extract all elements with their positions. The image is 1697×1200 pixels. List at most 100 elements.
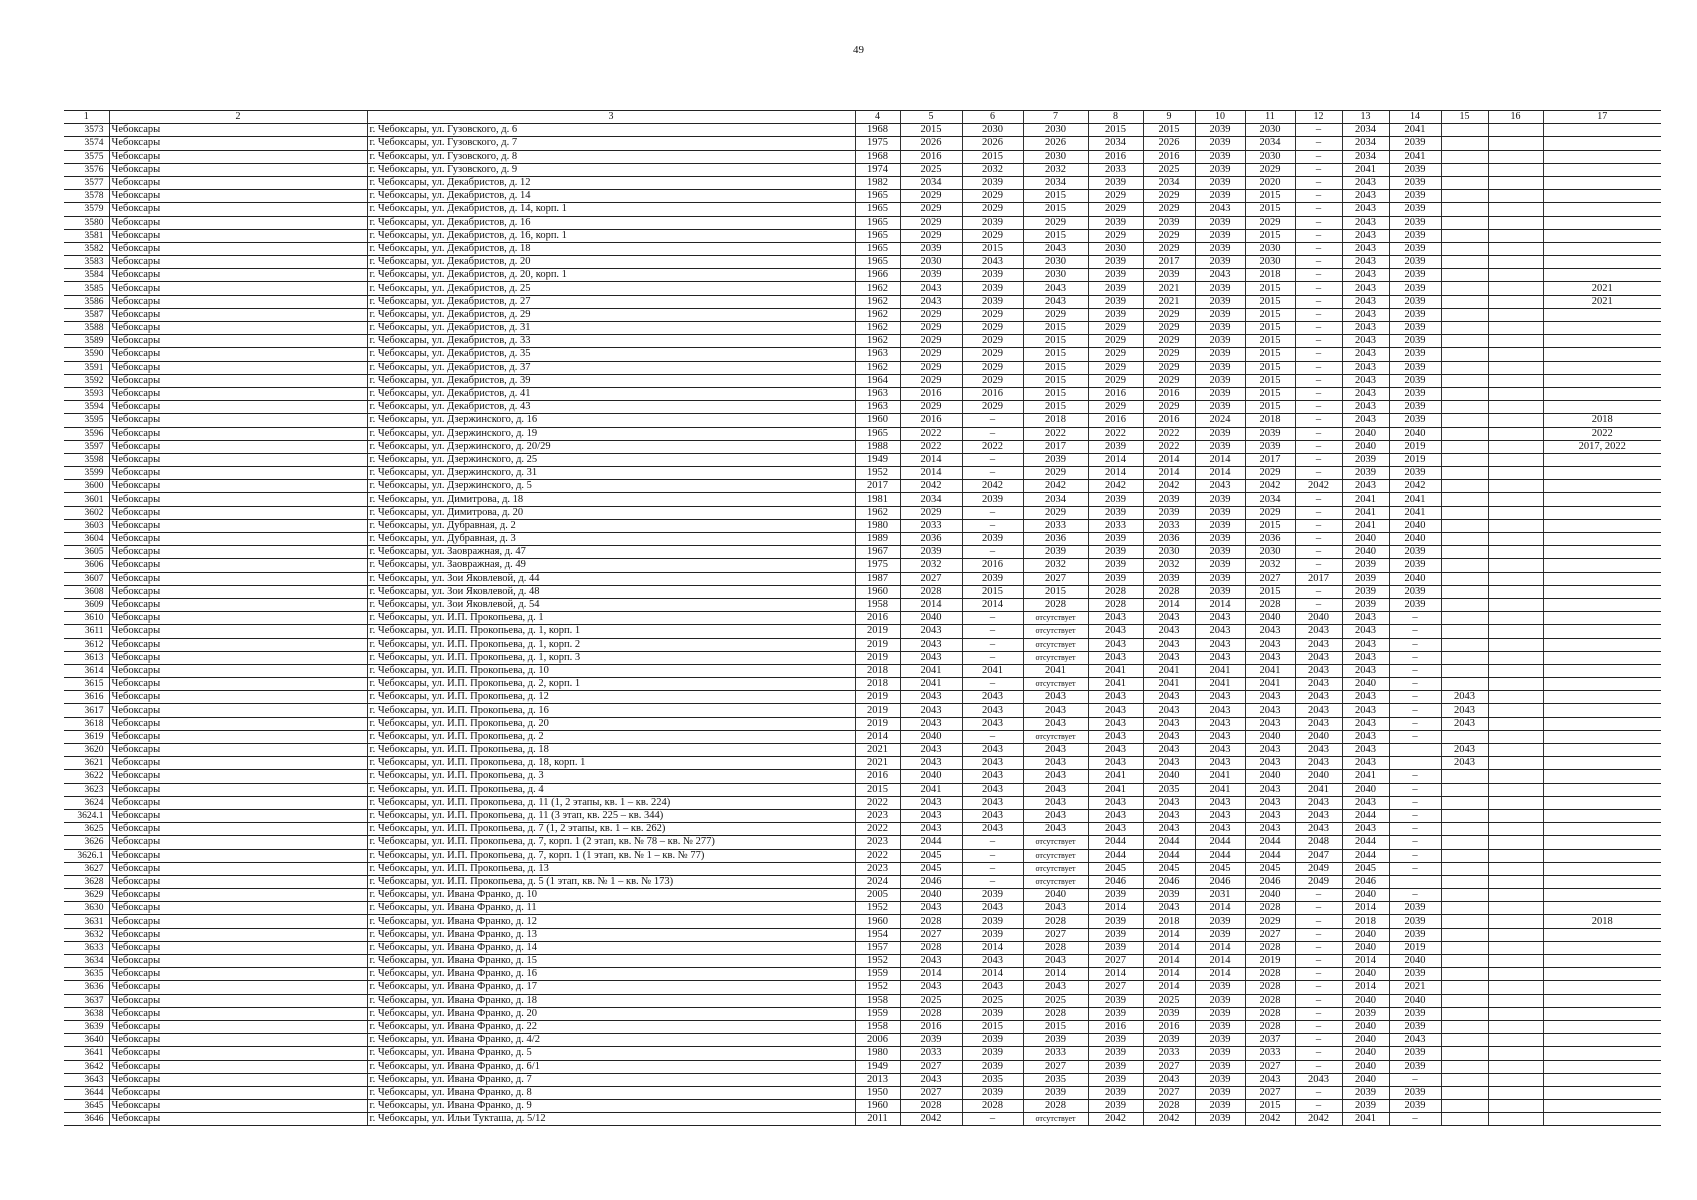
- build-year-cell: 2019: [854, 717, 900, 731]
- col-10-cell: 2039: [1194, 545, 1245, 560]
- build-year-cell: 1959: [854, 967, 900, 982]
- city-cell: Чебоксары: [108, 400, 367, 415]
- col-16-cell: [1487, 572, 1543, 586]
- col-8-cell: 2039: [1087, 914, 1143, 929]
- col-9-cell: 2046: [1142, 875, 1195, 890]
- build-year-cell: 1960: [854, 1099, 900, 1114]
- city-cell: Чебоксары: [108, 492, 367, 507]
- col-13-cell: 2040: [1341, 1020, 1389, 1035]
- address-cell: г. Чебоксары, ул. Ивана Франко, д. 13: [366, 928, 855, 942]
- col-12-cell: –: [1294, 1007, 1342, 1021]
- row-number-cell: 3628: [64, 875, 109, 890]
- city-cell: Чебоксары: [108, 849, 367, 863]
- col-8-cell: 2039: [1087, 928, 1143, 942]
- col-10-cell: 2039: [1194, 361, 1245, 375]
- col-11-cell: 2034: [1244, 492, 1295, 507]
- col-10-cell: 2039: [1194, 242, 1245, 257]
- col-5-cell: 2043: [899, 703, 962, 718]
- col-6-cell: –: [961, 730, 1023, 745]
- address-cell: г. Чебоксары, ул. Декабристов, д. 35: [366, 347, 855, 362]
- col-5-cell: 2030: [899, 255, 962, 270]
- col-14-cell: 2019: [1388, 941, 1441, 956]
- col-10-cell: 2039: [1194, 585, 1245, 599]
- row-number-cell: 3634: [64, 954, 109, 969]
- col-9-cell: 2039: [1142, 1033, 1195, 1048]
- col-11-cell: 2028: [1244, 901, 1295, 916]
- col-11-cell: 2040: [1244, 888, 1295, 903]
- col-17-cell: [1542, 189, 1661, 204]
- col-15-cell: [1440, 492, 1488, 507]
- col-11-cell: 2018: [1244, 413, 1295, 428]
- col-6-cell: 2015: [961, 150, 1023, 164]
- col-11-cell: 2015: [1244, 295, 1295, 309]
- col-10-cell: 2039: [1194, 980, 1245, 995]
- build-year-cell: 1958: [854, 1020, 900, 1035]
- col-14-cell: 2039: [1388, 1046, 1441, 1061]
- row-number-cell: 3624: [64, 796, 109, 810]
- city-cell: Чебоксары: [108, 281, 367, 296]
- col-17-cell: [1542, 242, 1661, 257]
- col-6-cell: –: [961, 506, 1023, 520]
- address-cell: г. Чебоксары, ул. Ивана Франко, д. 11: [366, 901, 855, 916]
- col-16-cell: [1487, 954, 1543, 969]
- col-10-cell: 2043: [1194, 651, 1245, 665]
- col-11-cell: 2027: [1244, 1060, 1295, 1074]
- col-6-cell: –: [961, 1112, 1023, 1127]
- col-17-cell: [1542, 216, 1661, 230]
- col-5-cell: 2043: [899, 281, 962, 296]
- col-12-cell: –: [1294, 308, 1342, 323]
- col-16-cell: [1487, 598, 1543, 613]
- row-number-cell: 3641: [64, 1046, 109, 1061]
- col-14-cell: 2039: [1388, 347, 1441, 362]
- col-14-cell: [1388, 743, 1441, 758]
- col-10-cell: 2039: [1194, 216, 1245, 230]
- col-12-cell: –: [1294, 321, 1342, 336]
- col-6-cell: –: [961, 835, 1023, 850]
- col-8-cell: 2039: [1087, 255, 1143, 270]
- col-15-cell: [1440, 413, 1488, 428]
- col-15-cell: [1440, 361, 1488, 375]
- city-cell: Чебоксары: [108, 822, 367, 837]
- col-13-cell: 2043: [1341, 703, 1389, 718]
- col-7-cell: 2018: [1022, 413, 1088, 428]
- col-15-cell: [1440, 585, 1488, 599]
- row-number-cell: 3640: [64, 1033, 109, 1048]
- col-16-cell: [1487, 822, 1543, 837]
- col-15-cell: [1440, 242, 1488, 257]
- build-year-cell: 1952: [854, 466, 900, 481]
- col-15-cell: [1440, 136, 1488, 151]
- col-12-cell: 2041: [1294, 783, 1342, 797]
- build-year-cell: 1965: [854, 427, 900, 441]
- col-10-cell: 2039: [1194, 400, 1245, 415]
- col-12-cell: 2040: [1294, 730, 1342, 745]
- col-16-cell: [1487, 888, 1543, 903]
- address-cell: г. Чебоксары, ул. Зои Яковлевой, д. 54: [366, 598, 855, 613]
- col-9-cell: 2029: [1142, 374, 1195, 388]
- col-13-cell: 2041: [1341, 519, 1389, 534]
- col-17-cell: [1542, 677, 1661, 692]
- col-10-cell: 2045: [1194, 862, 1245, 876]
- col-5-cell: 2016: [899, 413, 962, 428]
- col-8-cell: 2016: [1087, 413, 1143, 428]
- col-8-cell: 2043: [1087, 638, 1143, 652]
- col-14-cell: 2040: [1388, 954, 1441, 969]
- col-7-cell: отсутствует: [1022, 651, 1088, 665]
- col-17-cell: [1542, 875, 1661, 890]
- col-6-cell: 2032: [961, 163, 1023, 177]
- col-13-cell: 2039: [1341, 585, 1389, 599]
- col-14-cell: [1388, 756, 1441, 771]
- address-cell: г. Чебоксары, ул. Заовражная, д. 49: [366, 558, 855, 573]
- col-12-cell: –: [1294, 216, 1342, 230]
- row-number-cell: 3593: [64, 387, 109, 402]
- col-11-cell: 2015: [1244, 321, 1295, 336]
- build-year-cell: 1962: [854, 334, 900, 349]
- col-13-cell: 2044: [1341, 849, 1389, 863]
- build-year-cell: 1962: [854, 361, 900, 375]
- col-16-cell: [1487, 334, 1543, 349]
- col-14-cell: 2040: [1388, 427, 1441, 441]
- col-11-cell: 2034: [1244, 136, 1295, 151]
- col-6-cell: 2041: [961, 664, 1023, 679]
